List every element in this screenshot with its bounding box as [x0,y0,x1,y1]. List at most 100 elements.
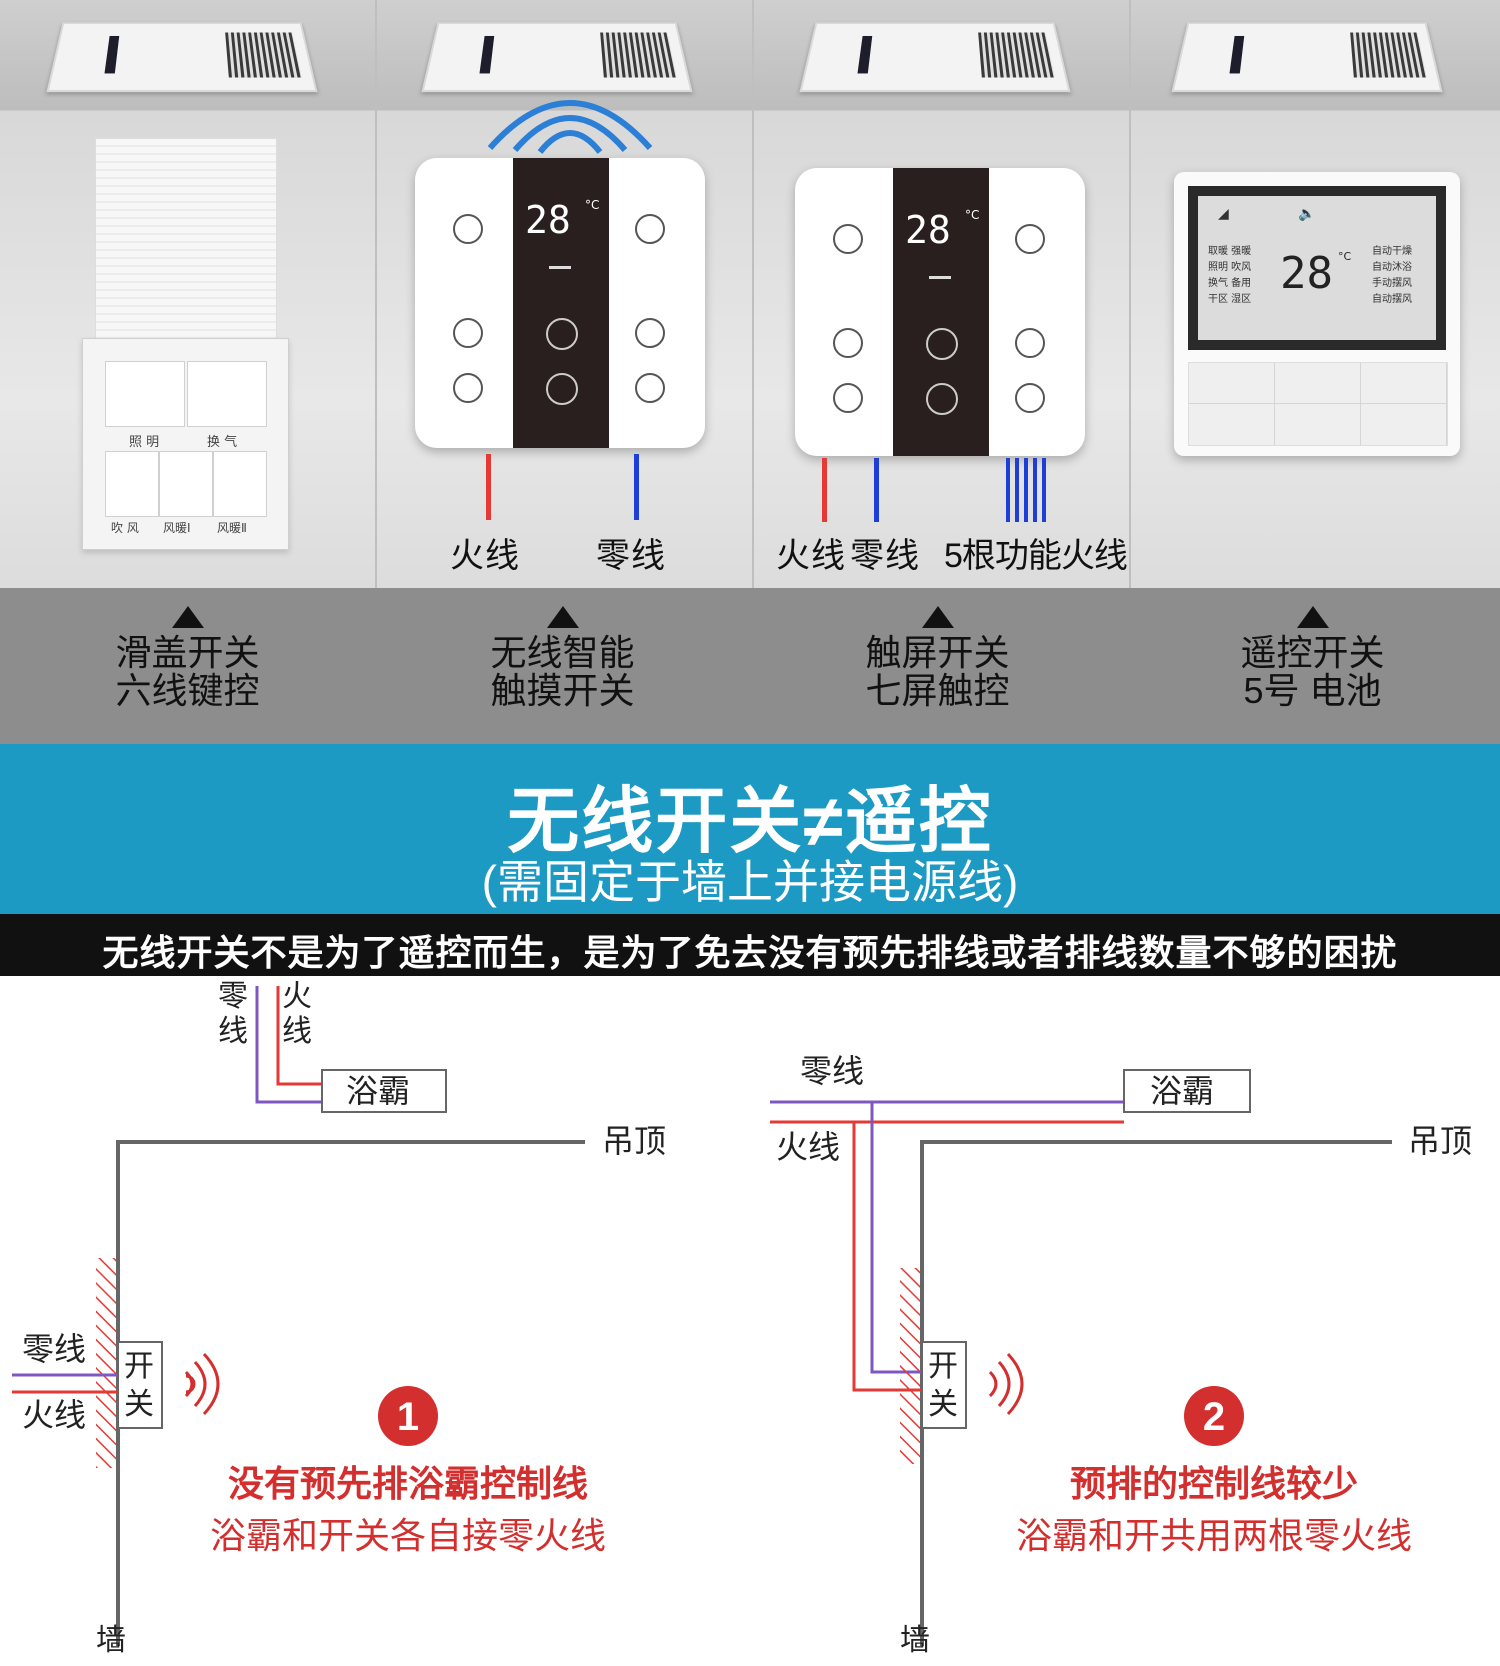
fire-top-label-1: 火 [282,980,312,1013]
signal-icon [1006,1352,1024,1416]
fire-label: 火线 [776,1129,840,1165]
heat-icon[interactable] [1015,328,1045,358]
panel-divider [375,0,377,588]
wiring-diagram-2: 零线 火线 浴霸 吊顶 开 关 墙 2 预排的控制线较少 浴霸和开共用两根零火线 [770,1053,1472,1657]
switch-display-strip: 28 °C [893,168,989,456]
power-icon[interactable] [833,224,863,254]
caption-touch-switch: 触屏开关 七屏触控 [750,588,1125,710]
fan-icon[interactable] [453,373,483,403]
remote-button-grid[interactable] [1188,362,1448,446]
zero-label: 零线 [800,1053,864,1089]
caption-line1: 触屏开关 [865,632,1010,673]
diagram2-line1: 预排的控制线较少 [1070,1463,1358,1504]
wireless-signal-icon [487,100,653,154]
fan-icon[interactable] [833,383,863,413]
caption-line1: 无线智能 [490,632,635,673]
number-label: 2 [1203,1395,1225,1439]
wire-label-fire: 火线 [776,537,846,575]
up-triangle-icon [1296,606,1329,628]
up-triangle-icon [171,606,204,628]
caption-line2: 5号 电池 [1243,670,1382,711]
fire-wire [276,986,322,1086]
bath-icon[interactable] [1015,224,1045,254]
headline-banner: 无线开关≠遥控 (需固定于墙上并接电源线) [0,744,1500,914]
key-label-lighting: 照 明 [129,435,160,450]
temperature-unit: °C [1338,250,1352,263]
caption-line1: 滑盖开关 [115,632,260,673]
temperature-unit: °C [965,208,980,222]
wireless-touch-switch: 28 °C [415,158,705,448]
fire-side-label: 火线 [22,1397,86,1433]
ceiling-heater-image [799,22,1071,93]
explanation-strip: 无线开关不是为了遥控而生，是为了免去没有预先排线或者排线数量不够的困扰 [0,914,1500,976]
panel-divider [1129,0,1131,588]
switch-display-strip: 28 °C [513,158,609,448]
switch-key[interactable] [105,451,159,517]
lcd-left-labels: 取暖 强暖照明 吹风 换气 备用干区 湿区 [1208,246,1252,305]
caption-remote-switch: 遥控开关 5号 电池 [1125,588,1500,710]
key-label-heat2: 风暖Ⅱ [217,521,247,535]
signal-icon [988,1370,998,1398]
wall-label: 墙 [900,1624,930,1657]
fire-wire [852,1122,922,1392]
wire-label-function: 5根功能火线 [944,537,1128,575]
heat-icon[interactable] [635,318,665,348]
temperature-display: 28 [525,198,571,242]
banner-subtitle: (需固定于墙上并接电源线) [481,856,1019,908]
switch-box [921,1341,967,1429]
function-fire-wires [1006,458,1050,522]
fire-wire [822,458,827,522]
banner-title: 无线开关≠遥控 [507,782,993,862]
caption-line1: 遥控开关 [1240,632,1385,673]
touch-screen-switch: 28 °C [795,168,1085,456]
switch-label-2: 关 [928,1388,958,1421]
zero-top-label-2: 线 [218,1015,248,1048]
swing-icon[interactable] [1015,383,1045,413]
key-label-ventilation: 换 气 [207,435,238,450]
swing-icon[interactable] [635,373,665,403]
power-icon[interactable] [453,214,483,244]
switch-key[interactable] [105,361,185,427]
light-icon[interactable] [926,328,958,360]
caption-wireless-switch: 无线智能 触摸开关 [375,588,750,710]
heater-box [321,1069,447,1113]
zero-top-label-1: 零 [218,980,248,1013]
key-label-heat1: 风暖Ⅰ [163,521,191,535]
switch-label-1: 开 [928,1350,958,1383]
product-panels: 照 明 换 气 吹 风 风暖Ⅰ 风暖Ⅱ 28 °C 火线 零线 28 [0,0,1500,588]
signal-icon: ◢ [1218,206,1229,222]
caption-line2: 七屏触控 [865,670,1010,711]
diagram1-line1: 没有预先排浴霸控制线 [228,1463,588,1504]
switch-label-1: 开 [124,1350,154,1383]
switch-key[interactable] [159,451,213,517]
heat-icon[interactable] [453,318,483,348]
switch-key[interactable] [213,451,267,517]
caption-band: 滑盖开关 六线键控 无线智能 触摸开关 触屏开关 七屏触控 遥控开关 5号 电池 [0,588,1500,744]
signal-icon [193,1360,207,1408]
number-badge [378,1386,438,1446]
speaker-icon: 🔈 [1298,206,1316,222]
signal-icon [997,1360,1011,1408]
ceiling-wall-line [116,1140,585,1646]
diagram2-line2: 浴霸和开共用两根零火线 [1016,1515,1412,1556]
vent-icon[interactable] [546,373,578,405]
wall-label: 墙 [96,1624,126,1657]
light-icon[interactable] [546,318,578,350]
heat-icon[interactable] [833,328,863,358]
vent-icon[interactable] [926,383,958,415]
remote-control-switch: ◢ 🔈 取暖 强暖照明 吹风 换气 备用干区 湿区 28 °C 自动干燥自动沐浴… [1174,172,1460,456]
fire-top-label-2: 线 [282,1015,312,1048]
wall-hatch [900,1268,920,1464]
diagram1-line2: 浴霸和开关各自接零火线 [210,1515,606,1556]
wiring-diagrams: 零 线 火 线 浴霸 吊顶 零线 火线 开 关 墙 1 没有预先排浴霸控制线 浴… [12,980,1472,1657]
heater-label: 浴霸 [346,1073,410,1109]
lcd-screen: ◢ 🔈 取暖 强暖照明 吹风 换气 备用干区 湿区 28 °C 自动干燥自动沐浴… [1198,196,1436,340]
sliding-cover [95,138,277,340]
ceiling-wall-line [920,1140,1392,1646]
switch-label-2: 关 [124,1388,154,1421]
signal-icon [202,1352,220,1416]
switch-key[interactable] [187,361,267,427]
bath-icon[interactable] [635,214,665,244]
explanation-text: 无线开关不是为了遥控而生，是为了免去没有预先排线或者排线数量不够的困扰 [102,932,1398,973]
signal-icon [184,1370,194,1398]
